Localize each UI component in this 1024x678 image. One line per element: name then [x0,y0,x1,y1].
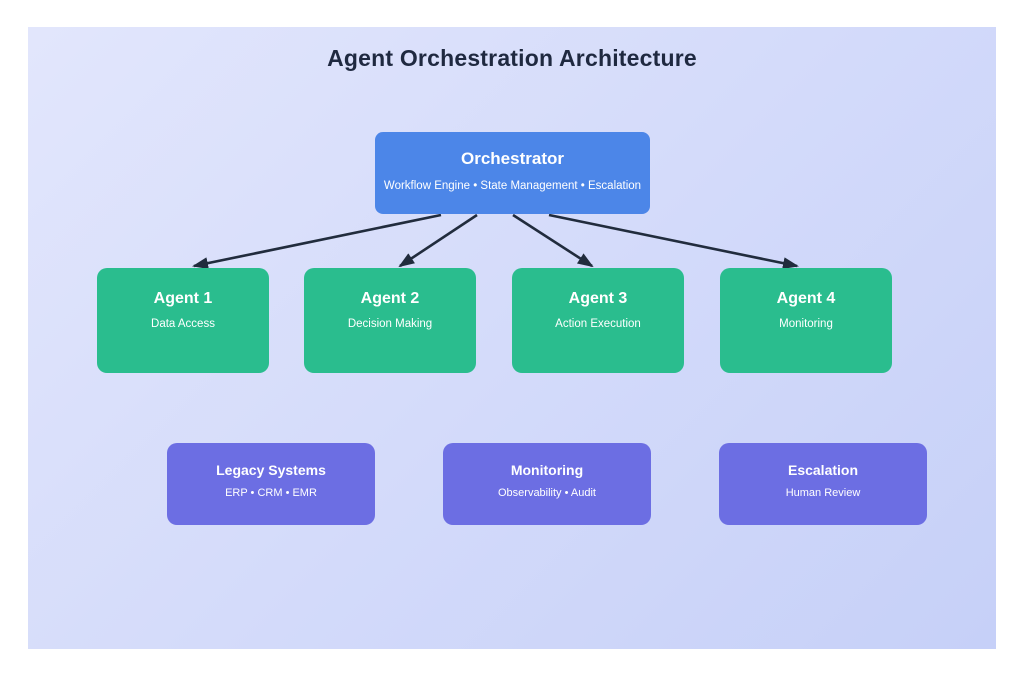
monitoring-subtitle: Observability • Audit [497,487,596,499]
diagram-title: Agent Orchestration Architecture [327,45,697,71]
orchestrator-subtitle: Workflow Engine • State Management • Esc… [383,180,642,192]
orchestrator-node: Orchestrator Workflow Engine • State Man… [375,132,650,214]
agent-2-title: Agent 2 [360,290,420,307]
arrow-orchestrator-agent1 [192,213,442,270]
arrow-orchestrator-agent4 [548,213,799,270]
agent-2-subtitle: Decision Making [347,318,433,330]
agent-3-node: Agent 3 Action Execution [512,268,684,373]
agent-4-node: Agent 4 Monitoring [720,268,892,373]
agent-4-title: Agent 4 [776,290,836,307]
arrow-orchestrator-agent3 [512,213,594,268]
legacy-systems-subtitle: ERP • CRM • EMR [225,487,317,499]
legacy-systems-node: Legacy Systems ERP • CRM • EMR [167,443,375,525]
agent-1-node: Agent 1 Data Access [97,268,269,373]
agent-3-subtitle: Action Execution [555,318,641,330]
orchestrator-title: Orchestrator [461,149,564,168]
agent-1-subtitle: Data Access [151,318,215,330]
arrow-orchestrator-agent2 [398,213,478,268]
escalation-subtitle: Human Review [785,487,861,499]
escalation-title: Escalation [787,462,859,478]
agent-1-title: Agent 1 [153,290,213,307]
legacy-systems-title: Legacy Systems [216,462,326,478]
diagram-canvas: Agent Orchestration Architecture Orchest… [28,27,996,649]
monitoring-title: Monitoring [510,462,584,478]
agent-2-node: Agent 2 Decision Making [304,268,476,373]
monitoring-node: Monitoring Observability • Audit [443,443,651,525]
agent-4-subtitle: Monitoring [779,318,833,330]
escalation-node: Escalation Human Review [719,443,927,525]
agent-3-title: Agent 3 [568,290,628,307]
